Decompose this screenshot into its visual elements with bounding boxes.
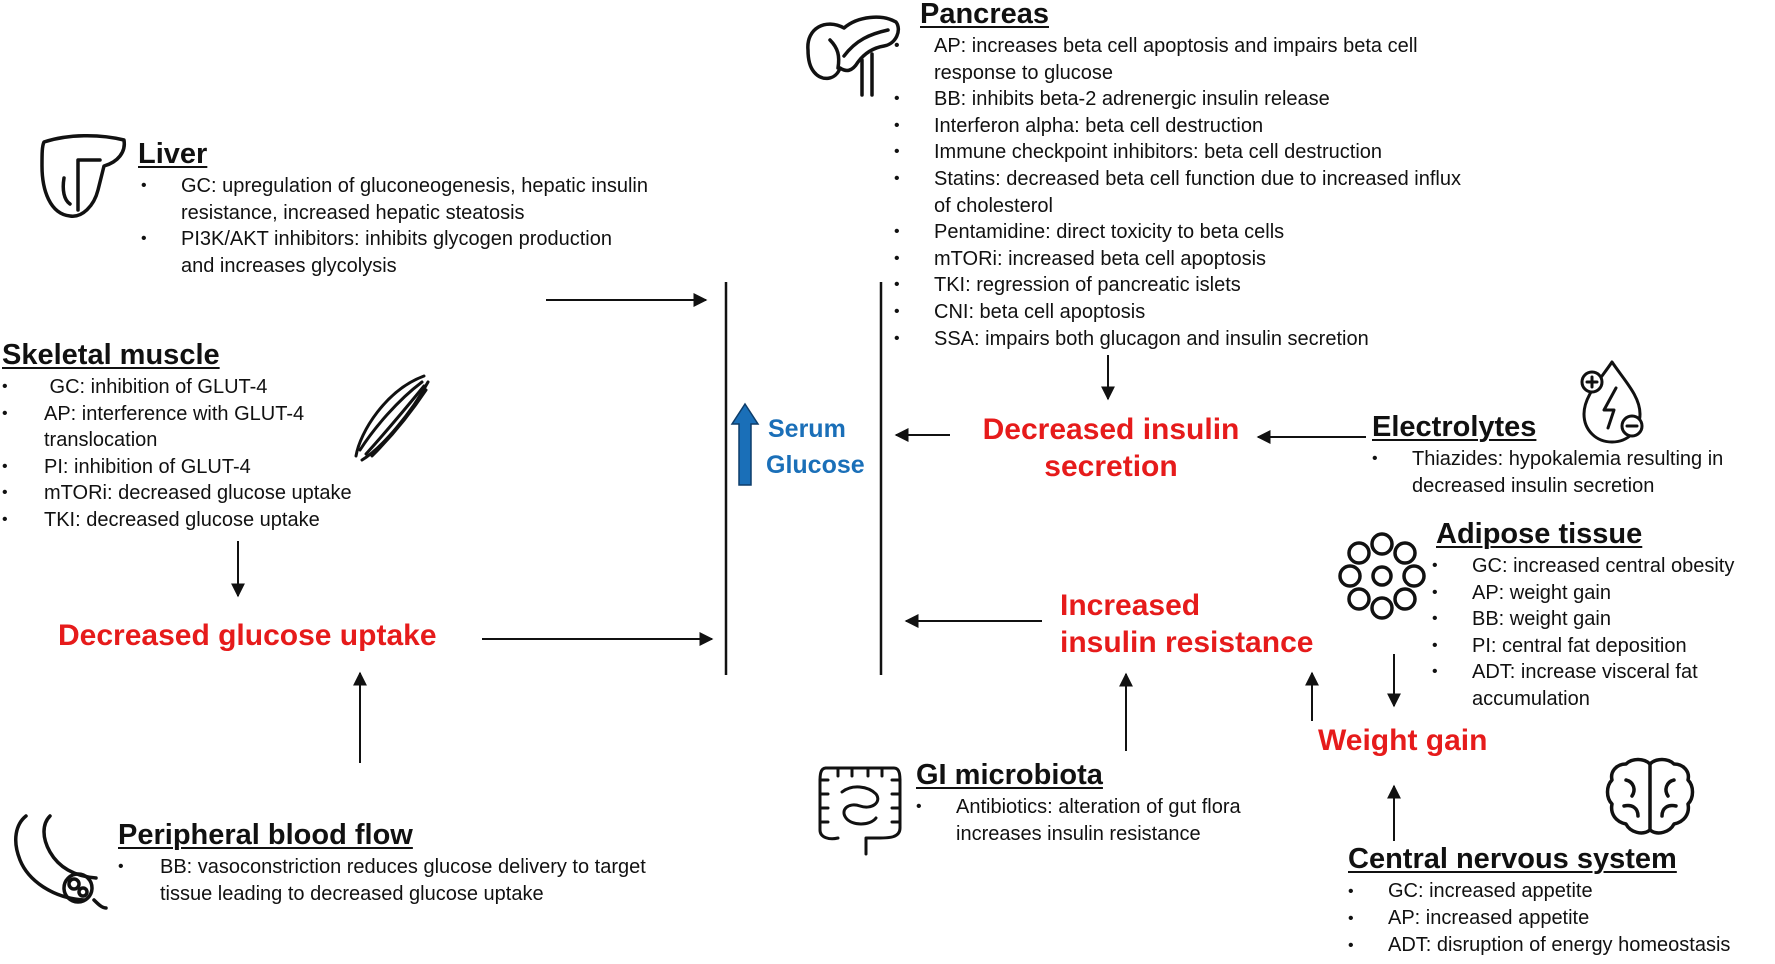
- electrolyte-drop-icon: [1580, 360, 1644, 444]
- liver-list: GC: upregulation of gluconeogenesis, hep…: [141, 173, 648, 279]
- list-item: PI: central fat deposition: [1432, 633, 1775, 660]
- list-item: AP: weight gain: [1432, 580, 1775, 607]
- cns-title: Central nervous system: [1348, 843, 1677, 875]
- liver-title: Liver: [138, 138, 208, 170]
- list-item: GC: upregulation of gluconeogenesis, hep…: [141, 173, 648, 226]
- list-item: CNI: beta cell apoptosis: [894, 299, 1480, 326]
- list-item: PI: inhibition of GLUT-4: [2, 454, 382, 481]
- skeletal-muscle-list: GC: inhibition of GLUT-4 AP: interferenc…: [2, 374, 382, 534]
- adipose-title: Adipose tissue: [1436, 518, 1643, 550]
- pancreas-list: AP: increases beta cell apoptosis and im…: [894, 33, 1480, 352]
- list-item: mTORi: increased beta cell apoptosis: [894, 246, 1480, 273]
- adipose-list: GC: increased central obesity AP: weight…: [1432, 553, 1775, 713]
- list-item: Immune checkpoint inhibitors: beta cell …: [894, 139, 1480, 166]
- list-item: TKI: regression of pancreatic islets: [894, 272, 1480, 299]
- list-item: ADT: increase visceral fat accumulation: [1432, 659, 1742, 712]
- list-item: ADT: disruption of energy homeostasis: [1348, 932, 1768, 959]
- list-item: Statins: decreased beta cell function du…: [894, 166, 1480, 219]
- list-item: BB: inhibits beta-2 adrenergic insulin r…: [894, 86, 1480, 113]
- pancreas-icon: [806, 15, 901, 97]
- list-item: Interferon alpha: beta cell destruction: [894, 113, 1480, 140]
- list-item: Pentamidine: direct toxicity to beta cel…: [894, 219, 1480, 246]
- fat-cells-icon: [1338, 532, 1426, 620]
- cns-section: Central nervous system GC: increased app…: [1348, 842, 1768, 959]
- cns-list: GC: increased appetite AP: increased app…: [1348, 878, 1768, 959]
- peripheral-title: Peripheral blood flow: [118, 819, 413, 851]
- increased-insulin-resistance-label: Increased insulin resistance: [1060, 589, 1314, 659]
- brain-icon: [1605, 757, 1695, 835]
- pancreas-title: Pancreas: [920, 0, 1049, 30]
- decreased-glucose-uptake-label: Decreased glucose uptake: [58, 619, 437, 652]
- gi-section: GI microbiota Antibiotics: alteration of…: [916, 758, 1336, 847]
- list-item: BB: weight gain: [1432, 606, 1775, 633]
- list-item: AP: increased appetite: [1348, 905, 1768, 932]
- decreased-insulin-secretion-label: Decreased insulin secretion: [982, 413, 1240, 483]
- intestine-icon: [818, 766, 902, 856]
- liver-icon: [40, 134, 127, 218]
- muscle-icon: [354, 374, 430, 462]
- weight-gain-label: Weight gain: [1318, 724, 1488, 757]
- peripheral-list: BB: vasoconstriction reduces glucose del…: [118, 854, 678, 907]
- electrolytes-title: Electrolytes: [1372, 411, 1537, 443]
- peripheral-section: Peripheral blood flow BB: vasoconstricti…: [118, 818, 678, 907]
- electrolytes-list: Thiazides: hypokalemia resulting in decr…: [1372, 446, 1772, 499]
- skeletal-muscle-section: Skeletal muscle GC: inhibition of GLUT-4…: [2, 338, 382, 534]
- liver-section: Liver GC: upregulation of gluconeogenesi…: [138, 137, 648, 279]
- list-item: TKI: decreased glucose uptake: [2, 507, 382, 534]
- up-arrow-icon: [730, 402, 760, 486]
- gi-list: Antibiotics: alteration of gut flora inc…: [916, 794, 1336, 847]
- list-item: GC: inhibition of GLUT-4: [2, 374, 382, 401]
- list-item: AP: interference with GLUT-4 translocati…: [2, 401, 344, 454]
- list-item: GC: increased appetite: [1348, 878, 1768, 905]
- list-item: Antibiotics: alteration of gut flora inc…: [916, 794, 1286, 847]
- serum-glucose-label: Serum Glucose: [766, 415, 865, 479]
- adipose-section: Adipose tissue GC: increased central obe…: [1432, 517, 1775, 713]
- list-item: AP: increases beta cell apoptosis and im…: [894, 33, 1480, 86]
- electrolytes-section: Electrolytes Thiazides: hypokalemia resu…: [1372, 410, 1772, 499]
- list-item: PI3K/AKT inhibitors: inhibits glycogen p…: [141, 226, 648, 279]
- pancreas-section: Pancreas AP: increases beta cell apoptos…: [894, 0, 1480, 352]
- skeletal-muscle-title: Skeletal muscle: [2, 339, 220, 371]
- list-item: GC: increased central obesity: [1432, 553, 1775, 580]
- list-item: mTORi: decreased glucose uptake: [2, 480, 382, 507]
- list-item: SSA: impairs both glucagon and insulin s…: [894, 326, 1480, 353]
- list-item: BB: vasoconstriction reduces glucose del…: [118, 854, 678, 907]
- gi-title: GI microbiota: [916, 759, 1103, 791]
- list-item: Thiazides: hypokalemia resulting in decr…: [1372, 446, 1732, 499]
- blood-vessel-icon: [13, 814, 108, 910]
